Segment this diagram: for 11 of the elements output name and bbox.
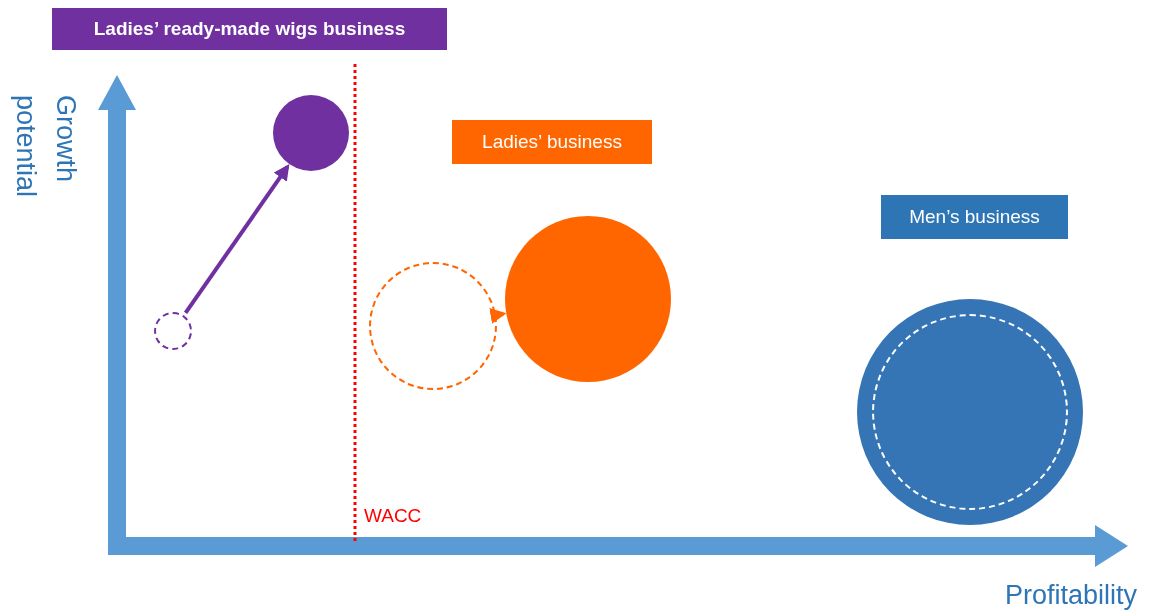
category-label: Men’s business [881, 195, 1068, 239]
dashed-circle [872, 314, 1068, 510]
threshold-label: WACC [364, 505, 422, 527]
category-label: Ladies’ ready-made wigs business [52, 8, 447, 50]
category-label: Ladies’ business [452, 120, 652, 164]
arrow [489, 308, 507, 324]
dashed-circle [154, 312, 192, 350]
axis-title: Growth potential [10, 95, 82, 200]
dashed-circle [369, 262, 497, 390]
axis-title: Profitability [1005, 580, 1138, 611]
arrow [183, 164, 290, 315]
